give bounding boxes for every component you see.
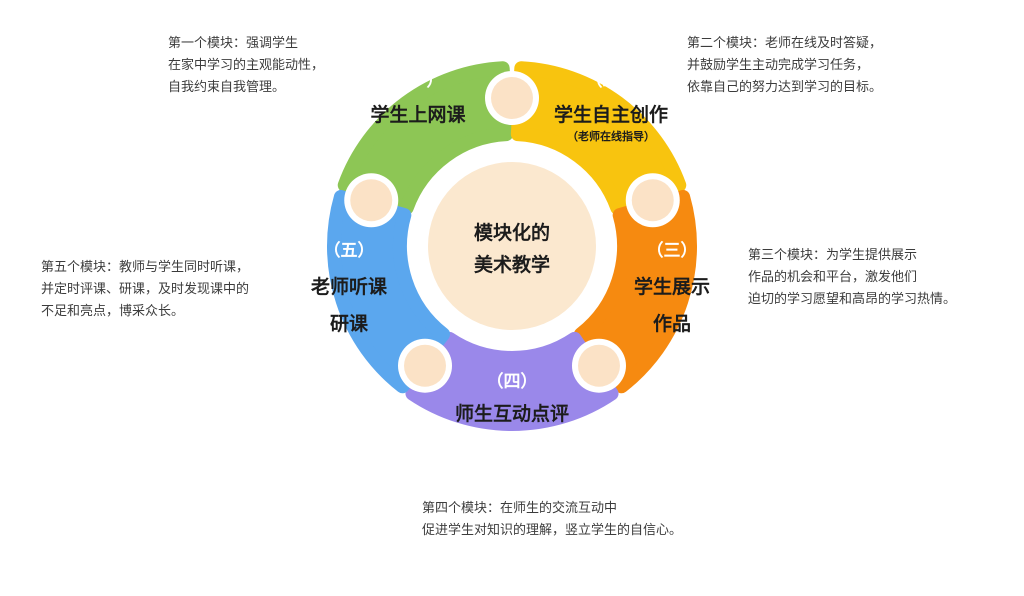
module-4-number: （四） (487, 371, 538, 392)
module-2-note-line: 并鼓励学生主动完成学习任务， (687, 58, 870, 73)
module-2-note: 第二个模块：老师在线及时答疑， 并鼓励学生主动完成学习任务， 依靠自己的努力达到… (687, 33, 882, 99)
module-5-note-line: 并定时评课、研课，及时发现课中的 (41, 282, 250, 297)
module-1-title: 学生上网课 (370, 103, 466, 126)
module-1-note: 第一个模块：强调学生 在家中学习的主观能动性， 自我约束自我管理。 (168, 33, 324, 99)
module-5-title: 研课 (330, 313, 369, 335)
module-2-note-line: 第二个模块：老师在线及时答疑， (687, 36, 883, 51)
connector-dot (491, 77, 533, 119)
connector-dot (631, 179, 674, 222)
module-segments (327, 61, 697, 431)
module-4-title: 师生互动点评 (455, 402, 569, 425)
module-2-title: 学生自主创作 (554, 103, 668, 126)
module-1-number: （一） (393, 70, 444, 91)
center-title-line-1: 模块化的 (474, 221, 550, 244)
module-1-note-line: 在家中学习的主观能动性， (168, 58, 325, 73)
center-title-line-2: 美术教学 (474, 253, 550, 276)
connector-dot (404, 344, 447, 387)
connector-dot (350, 179, 393, 222)
module-1-segment (337, 61, 514, 215)
module-2-note-line: 依靠自己的努力达到学习的目标。 (687, 80, 883, 95)
center-circle (428, 162, 596, 330)
module-5-note-line: 第五个模块：教师与学生同时听课， (41, 260, 250, 275)
module-4-note-line: 促进学生对知识的理解，竖立学生的自信心。 (422, 523, 683, 538)
module-4-note-line: 第四个模块：在师生的交流互动中 (422, 501, 618, 516)
module-2-number: （二） (586, 70, 637, 91)
module-1-note-line: 自我约束自我管理。 (168, 80, 286, 95)
module-2-subtitle: （老师在线指导） (567, 129, 655, 143)
module-5-note-line: 不足和亮点，博采众长。 (41, 304, 185, 319)
module-3-title: 学生展示 (634, 275, 710, 298)
connector-dot (577, 344, 620, 387)
module-5-title: 老师听课 (311, 275, 388, 298)
module-3-note-line: 迫切的学习愿望和高昂的学习热情。 (748, 292, 957, 307)
module-3-title: 作品 (653, 312, 691, 335)
module-2-segment (510, 61, 687, 215)
module-3-number: （三） (647, 240, 698, 261)
module-3-note-line: 作品的机会和平台，激发他们 (748, 270, 918, 285)
module-4-note: 第四个模块：在师生的交流互动中 促进学生对知识的理解，竖立学生的自信心。 (422, 498, 682, 542)
module-5-note: 第五个模块：教师与学生同时听课， 并定时评课、研课，及时发现课中的 不足和亮点，… (41, 257, 249, 323)
module-1-note-line: 第一个模块：强调学生 (168, 36, 299, 51)
module-3-segment (573, 189, 697, 394)
module-3-note-line: 第三个模块：为学生提供展示 (748, 248, 918, 263)
segment-connectors (344, 71, 680, 393)
module-5-segment (327, 189, 451, 394)
module-4-segment (405, 331, 619, 431)
module-3-note: 第三个模块：为学生提供展示 作品的机会和平台，激发他们 迫切的学习愿望和高昂的学… (748, 245, 956, 311)
module-5-number: （五） (324, 240, 375, 261)
